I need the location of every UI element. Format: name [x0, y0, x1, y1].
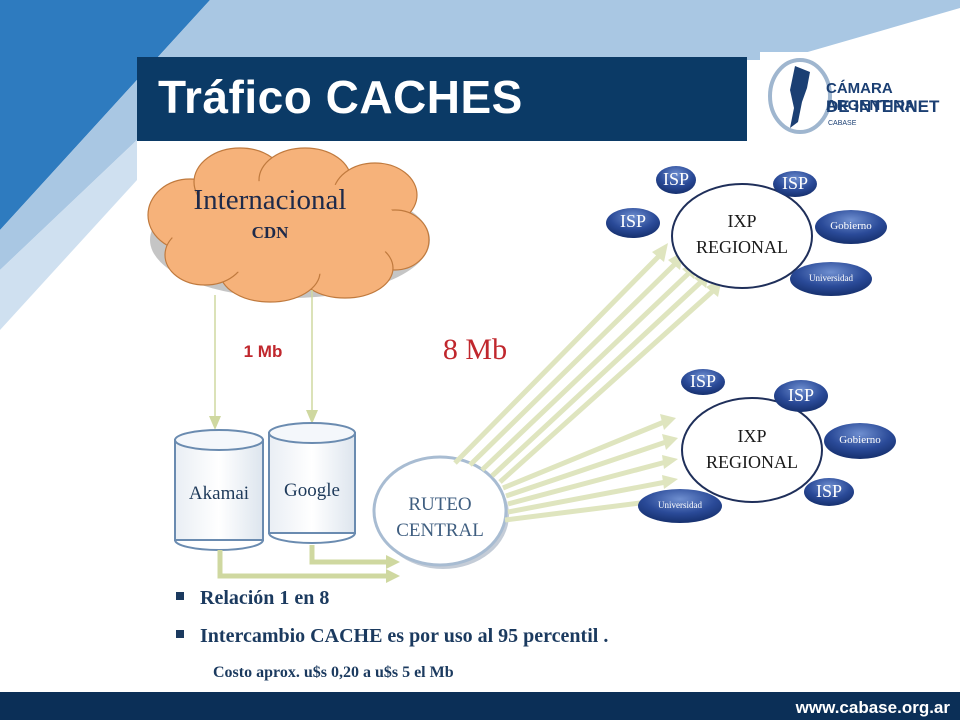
- central-line-1: RUTEO: [408, 494, 472, 515]
- ixp-top-isp-2: ISP: [781, 173, 808, 193]
- cache-google-label: Google: [284, 480, 340, 501]
- bullet-text-1: Relación 1 en 8: [200, 587, 330, 609]
- ixp-bottom-label: IXP REGIONAL: [697, 423, 807, 475]
- ixp-bottom-universidad: Universidad: [658, 500, 702, 510]
- cache-google-shape: [268, 422, 356, 544]
- ixp-top-gobierno: Gobierno: [830, 220, 872, 232]
- logo-line-1: CÁMARA ARGENTINA: [826, 80, 916, 114]
- cloud-title: Internacional: [193, 184, 347, 216]
- ixp-bottom-line-2: REGIONAL: [706, 452, 798, 472]
- central-node-label: RUTEO CENTRAL: [380, 492, 500, 544]
- bullet-item: Relación 1 en 8: [176, 583, 608, 621]
- ixp-top-universidad: Universidad: [809, 273, 853, 283]
- footer-bar: [0, 692, 960, 720]
- cache-akamai-label: Akamai: [188, 483, 250, 504]
- bullet-square-icon: [176, 592, 184, 601]
- cloud-subtitle: CDN: [251, 223, 289, 242]
- bullet-list: Relación 1 en 8 Intercambio CACHE es por…: [176, 583, 608, 659]
- ixp-bottom-gobierno: Gobierno: [839, 434, 881, 446]
- footer-url[interactable]: www.cabase.org.ar: [795, 698, 950, 717]
- ixp-bottom-isp-3: ISP: [815, 481, 842, 501]
- bullet-text-2: Intercambio CACHE es por uso al 95 perce…: [200, 625, 609, 647]
- cost-note: Costo aprox. u$s 0,20 a u$s 5 el Mb: [213, 664, 454, 681]
- ixp-top-isp-1: ISP: [662, 169, 689, 189]
- central-line-2: CENTRAL: [396, 520, 484, 541]
- cloud-shape: [147, 147, 430, 303]
- ixp-top-line-1: IXP: [727, 211, 757, 231]
- title-bar: [137, 57, 747, 141]
- cabase-logo: [760, 52, 940, 140]
- logo-line-2: DE INTERNET: [826, 97, 940, 116]
- link-regional-label: 8 Mb: [442, 333, 508, 366]
- slide-title: Tráfico CACHES: [158, 71, 523, 123]
- link-international-label: 1 Mb: [243, 342, 283, 361]
- bullet-square-icon: [176, 630, 184, 639]
- ixp-bottom-line-1: IXP: [737, 426, 767, 446]
- ixp-bottom-isp-1: ISP: [689, 371, 716, 391]
- bullet-item: Intercambio CACHE es por uso al 95 perce…: [176, 621, 608, 659]
- ixp-top-isp-3: ISP: [619, 211, 646, 231]
- cache-akamai-shape: [174, 429, 264, 551]
- ixp-top-label: IXP REGIONAL: [687, 208, 797, 260]
- argentina-map-icon: [768, 58, 832, 134]
- ixp-bottom-isp-2: ISP: [787, 385, 814, 405]
- ixp-top-line-2: REGIONAL: [696, 237, 788, 257]
- logo-line-3: CABASE: [828, 120, 857, 127]
